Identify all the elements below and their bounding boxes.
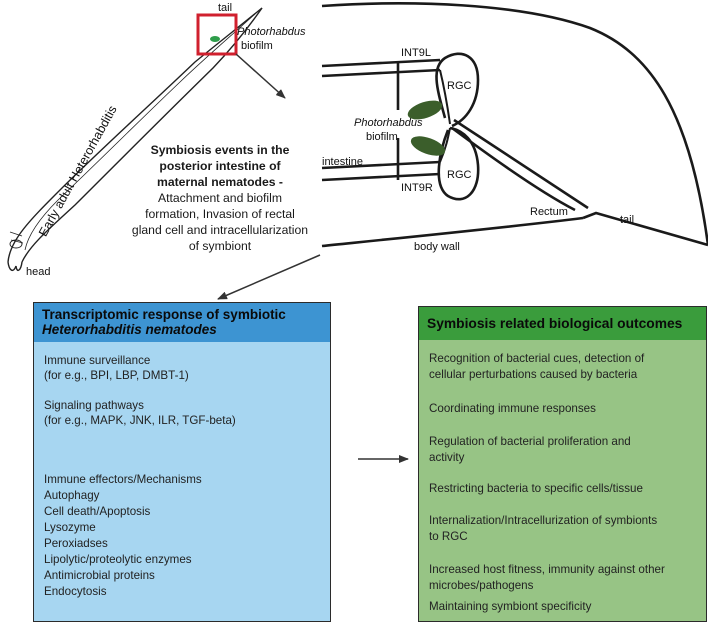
rgc-label-bottom: RGC xyxy=(447,169,472,181)
outcome-item: Coordinating immune responses xyxy=(429,402,596,415)
response-item: (for e.g., BPI, LBP, DMBT-1) xyxy=(44,369,189,382)
body-wall-bottom xyxy=(321,216,584,248)
outcome-item: Internalization/Intracellurization of sy… xyxy=(429,514,658,527)
rectum-1 xyxy=(451,126,576,212)
response-item: Cell death/Apoptosis xyxy=(44,505,151,518)
panel-title-line: Heterorhabditis nematodes xyxy=(42,322,217,337)
intestine-top-2 xyxy=(321,68,441,78)
response-item: Immune surveillance xyxy=(44,354,151,367)
response-item: Lysozyme xyxy=(44,521,96,534)
biofilm-dot xyxy=(210,36,220,42)
response-item: Peroxiadses xyxy=(44,537,108,550)
events-body-line: gland cell and intracellularization xyxy=(131,223,309,237)
outcome-item: microbes/pathogens xyxy=(429,579,534,592)
response-item: (for e.g., MAPK, JNK, ILR, TGF-beta) xyxy=(44,414,236,427)
events-title-line: Symbiosis events in the xyxy=(150,143,290,157)
response-item: Antimicrobial proteins xyxy=(44,569,155,582)
int9r-label: INT9R xyxy=(401,182,433,194)
response-item: Endocytosis xyxy=(44,585,107,598)
biofilm-patches xyxy=(407,100,446,156)
intestine-top-1 xyxy=(321,58,441,68)
outcome-item: Restricting bacteria to specific cells/t… xyxy=(429,482,643,495)
intestine-bottom-2 xyxy=(321,172,441,182)
highlight-box xyxy=(196,13,238,56)
panel-title-line: Transcriptomic response of symbiotic xyxy=(42,307,286,322)
biological-outcomes-header: Symbiosis related biological outcomes xyxy=(419,307,706,340)
events-title-line: posterior intestine of xyxy=(159,159,281,173)
int9l-label: INT9L xyxy=(401,47,431,59)
biological-outcomes-panel: Symbiosis related biological outcomes Re… xyxy=(418,306,707,622)
biofilm-label-zoom-1: Photorhabdus xyxy=(354,117,423,129)
response-item: Immune effectors/Mechanisms xyxy=(44,473,202,486)
body-wall-top xyxy=(321,2,708,246)
rgc-label-top: RGC xyxy=(447,80,472,92)
transcriptomic-response-panel: Transcriptomic response of symbiotic Het… xyxy=(33,302,331,622)
tail-outline xyxy=(582,211,708,247)
body-wall-label: body wall xyxy=(414,241,460,253)
zoom-arrow xyxy=(235,53,286,99)
intestine-lumen-bottom xyxy=(439,127,451,163)
events-title-line: maternal nematodes - xyxy=(157,175,283,189)
transcriptomic-response-header: Transcriptomic response of symbiotic Het… xyxy=(34,303,330,342)
outcome-item: Regulation of bacterial proliferation an… xyxy=(429,435,631,448)
outcome-item: to RGC xyxy=(429,530,468,543)
rgc-bottom-cell xyxy=(437,126,480,201)
response-item: Signaling pathways xyxy=(44,399,144,412)
events-body-line: Attachment and biofilm xyxy=(158,191,282,205)
biofilm-label-zoom-2: biofilm xyxy=(366,131,398,143)
rectum-2 xyxy=(453,118,589,210)
tail-label-top: tail xyxy=(218,2,233,14)
events-body-line: formation, Invasion of rectal xyxy=(145,207,295,221)
symbiosis-events-caption: Symbiosis events in the posterior intest… xyxy=(112,142,328,254)
biofilm-label-top-1: Photorhabdus xyxy=(237,26,306,38)
tail-label-zoom: tail xyxy=(620,214,635,226)
response-item: Lipolytic/proteolytic enzymes xyxy=(44,553,192,566)
zoom-view xyxy=(321,2,708,248)
intestine-bottom-1 xyxy=(321,160,441,170)
response-arrow xyxy=(217,254,321,300)
intestine-label: intestine xyxy=(322,156,363,168)
rgc-top-cell xyxy=(435,52,480,128)
outcome-item: Increased host fitness, immunity against… xyxy=(429,563,665,576)
rectum-label: Rectum xyxy=(530,206,568,218)
outcome-item: activity xyxy=(429,451,465,464)
outcome-item: Recognition of bacterial cues, detection… xyxy=(429,352,645,365)
head-label: head xyxy=(26,266,51,278)
response-item: Autophagy xyxy=(44,489,100,502)
outcome-item: cellular perturbations caused by bacteri… xyxy=(429,368,638,381)
outcome-item: Maintaining symbiont specificity xyxy=(429,600,592,613)
intestine-lumen-top xyxy=(439,69,451,125)
biofilm-label-top-2: biofilm xyxy=(241,40,273,52)
events-body-line: of symbiont xyxy=(188,239,252,253)
